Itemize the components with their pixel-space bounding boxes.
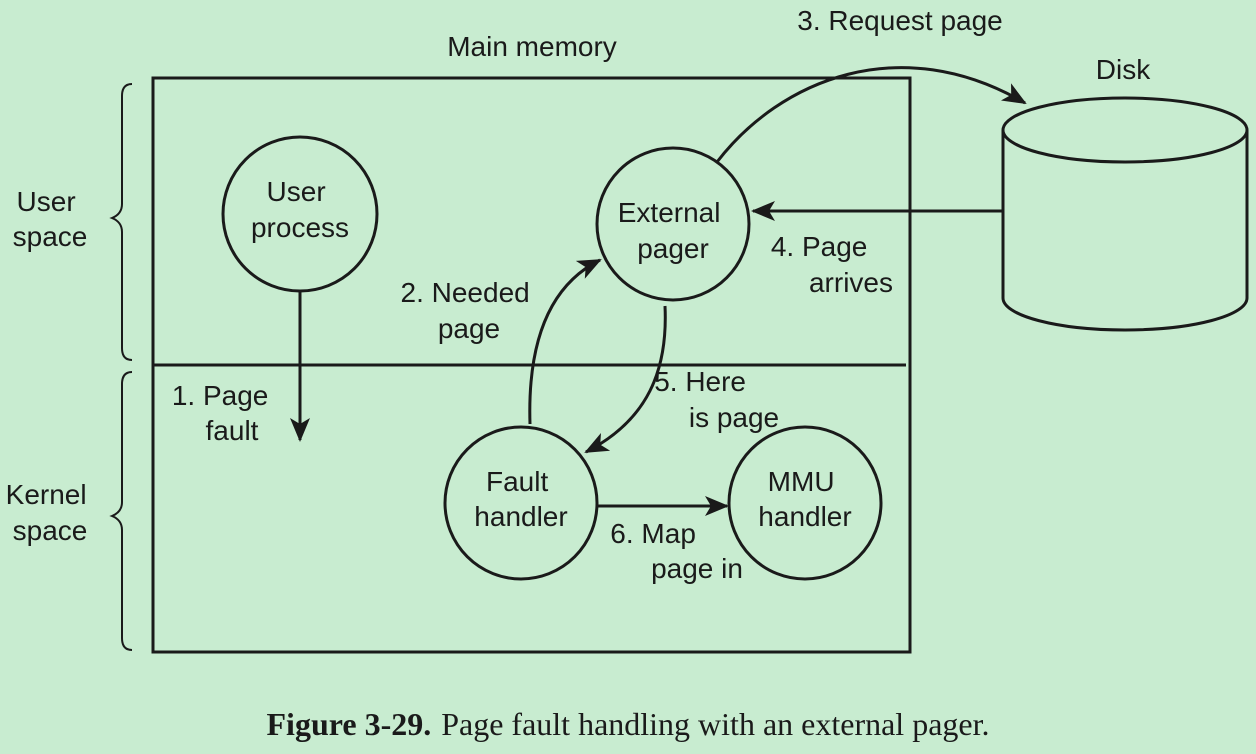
page-fault-label: 1. Page fault [172, 380, 276, 446]
disk-label: Disk [1096, 54, 1151, 85]
user-space-brace [109, 83, 133, 361]
fault-handler-node [443, 425, 599, 581]
disk-icon [1001, 96, 1249, 332]
page-arrives-label: 4. Page arrives [771, 231, 893, 298]
map-page-in-label: 6. Map page in [610, 518, 743, 584]
user-process-label: User process [251, 176, 349, 243]
here-is-page-label: 5. Here is page [654, 366, 779, 433]
user-space-label: User space [13, 186, 88, 252]
external-pager-label: External pager [618, 197, 729, 264]
request-page-label: 3. Request page [797, 5, 1003, 36]
mmu-handler-label: MMU handler [758, 466, 851, 532]
mmu-handler-node [727, 425, 883, 581]
request-page-arrow [715, 66, 1027, 163]
here-is-page-arrow [584, 305, 667, 454]
figure-caption: Figure 3-29.Page fault handling with an … [0, 706, 1256, 743]
kernel-space-brace [109, 371, 133, 651]
fault-handler-label: Fault handler [474, 466, 567, 532]
needed-page-label: 2. Needed page [401, 277, 538, 344]
main-memory-label: Main memory [447, 31, 617, 62]
kernel-space-label: Kernel space [6, 479, 95, 546]
figure-caption-text: Page fault handling with an external pag… [441, 706, 990, 742]
needed-page-arrow [528, 258, 602, 425]
figure-number: Figure 3-29. [266, 706, 432, 742]
external-pager-node [595, 146, 751, 302]
